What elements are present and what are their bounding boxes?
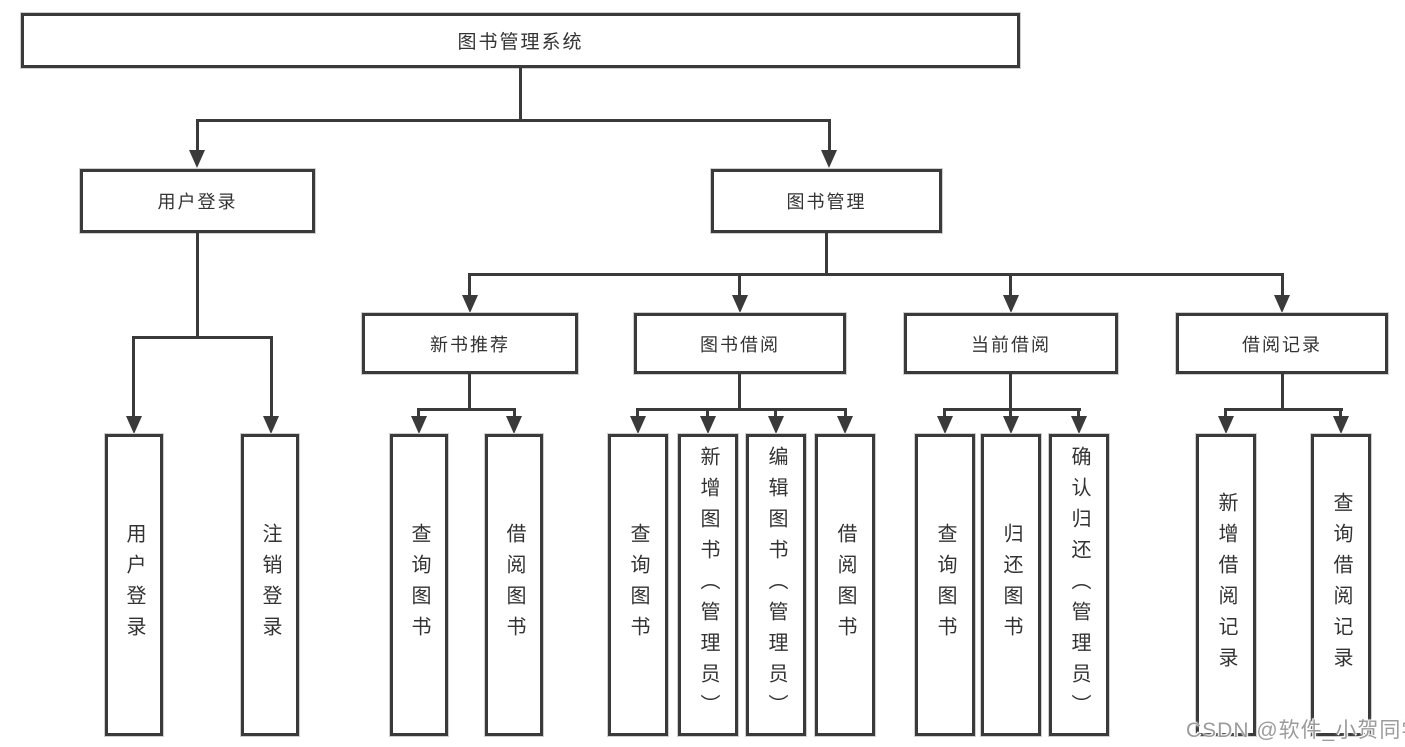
node-leaf-bb-query: 查询图书 bbox=[608, 434, 668, 736]
node-leaf-rec-query-label: 查询图书 bbox=[408, 523, 430, 647]
node-book-mgmt-label: 图书管理 bbox=[786, 192, 867, 212]
node-leaf-rec-query: 查询图书 bbox=[390, 434, 448, 736]
arrowhead-br-query bbox=[1333, 416, 1349, 434]
arrowhead-rec-query bbox=[411, 416, 427, 434]
node-root-label: 图书管理系统 bbox=[457, 32, 584, 53]
connector-drop-rec-borrow bbox=[513, 408, 516, 420]
connector-drop-new-book-rec bbox=[468, 273, 471, 298]
arrowhead-borrow-record bbox=[1274, 295, 1290, 313]
arrowhead-bb-query bbox=[630, 416, 646, 434]
connector-drop-cb-confirm bbox=[1077, 408, 1080, 420]
node-user-login: 用户登录 bbox=[80, 169, 315, 233]
node-leaf-user-login-label: 用户登录 bbox=[123, 523, 145, 647]
node-leaf-logout: 注销登录 bbox=[241, 434, 299, 736]
node-leaf-bb-edit-label: 编辑图书（管理员） bbox=[765, 445, 787, 725]
node-leaf-user-login: 用户登录 bbox=[105, 434, 163, 736]
arrowhead-new-book-rec bbox=[462, 295, 478, 313]
connector-drop-book-mgmt bbox=[828, 119, 831, 152]
arrowhead-cb-confirm bbox=[1071, 416, 1087, 434]
node-book-borrow: 图书借阅 bbox=[634, 313, 846, 374]
connector-drop-bb-edit bbox=[774, 408, 777, 420]
connector-drop-user-login bbox=[196, 119, 199, 152]
connector-drop-cb-return bbox=[1009, 408, 1012, 420]
node-borrow-record-label: 借阅记录 bbox=[1242, 334, 1322, 355]
node-leaf-rec-borrow-label: 借阅图书 bbox=[503, 523, 525, 647]
node-current-borrow-label: 当前借阅 bbox=[971, 334, 1051, 355]
connector-drop-borrow-record bbox=[1281, 273, 1284, 298]
connector-user-login-rail bbox=[132, 336, 273, 339]
connector-book-borrow-stem bbox=[738, 374, 741, 411]
node-leaf-cb-return-label: 归还图书 bbox=[1000, 523, 1022, 647]
node-leaf-bb-edit: 编辑图书（管理员） bbox=[746, 434, 806, 736]
node-new-book-rec-label: 新书推荐 bbox=[430, 334, 510, 355]
connector-drop-leaf-user-login bbox=[132, 336, 135, 418]
node-leaf-logout-label: 注销登录 bbox=[259, 523, 281, 647]
connector-drop-leaf-logout bbox=[270, 336, 273, 418]
connector-current-borrow-stem bbox=[1009, 374, 1012, 411]
node-leaf-cb-query-label: 查询图书 bbox=[934, 523, 956, 647]
connector-borrow-record-rail bbox=[1224, 408, 1343, 411]
node-book-borrow-label: 图书借阅 bbox=[700, 334, 780, 355]
connector-drop-bb-add bbox=[706, 408, 709, 420]
node-leaf-bb-borrow-label: 借阅图书 bbox=[834, 523, 856, 647]
node-leaf-cb-confirm: 确认归还（管理员） bbox=[1049, 434, 1109, 736]
csdn-watermark: CSDN @软件_小贺同学 bbox=[1186, 719, 1405, 742]
connector-root-stem bbox=[519, 68, 522, 122]
node-current-borrow: 当前借阅 bbox=[904, 313, 1118, 374]
node-leaf-bb-add: 新增图书（管理员） bbox=[678, 434, 738, 736]
node-leaf-bb-borrow: 借阅图书 bbox=[815, 434, 875, 736]
arrowhead-bb-edit bbox=[768, 416, 784, 434]
node-leaf-br-add-label: 新增借阅记录 bbox=[1215, 492, 1237, 678]
connector-drop-br-add bbox=[1224, 408, 1227, 420]
connector-level3-rail bbox=[468, 273, 1284, 276]
node-borrow-record: 借阅记录 bbox=[1176, 313, 1388, 374]
arrowhead-book-mgmt bbox=[821, 150, 837, 168]
node-new-book-rec: 新书推荐 bbox=[362, 313, 578, 374]
arrowhead-rec-borrow bbox=[506, 416, 522, 434]
connector-drop-cb-query bbox=[943, 408, 946, 420]
connector-drop-br-query bbox=[1339, 408, 1342, 420]
connector-drop-bb-borrow bbox=[844, 408, 847, 420]
arrowhead-current-borrow bbox=[1003, 295, 1019, 313]
connector-new-book-rec-rail bbox=[417, 408, 516, 411]
node-leaf-br-query-label: 查询借阅记录 bbox=[1330, 492, 1352, 678]
connector-drop-bb-query bbox=[636, 408, 639, 420]
node-leaf-bb-add-label: 新增图书（管理员） bbox=[697, 445, 719, 725]
connector-current-borrow-rail bbox=[943, 408, 1081, 411]
connector-level2-rail bbox=[196, 119, 831, 122]
node-user-login-label: 用户登录 bbox=[157, 192, 238, 212]
arrowhead-cb-return bbox=[1003, 416, 1019, 434]
arrowhead-cb-query bbox=[937, 416, 953, 434]
connector-user-login-stem bbox=[196, 233, 199, 339]
arrowhead-bb-add bbox=[700, 416, 716, 434]
connector-book-borrow-rail bbox=[636, 408, 847, 411]
node-root: 图书管理系统 bbox=[21, 13, 1020, 68]
node-book-mgmt: 图书管理 bbox=[711, 169, 942, 233]
node-leaf-bb-query-label: 查询图书 bbox=[627, 523, 649, 647]
node-leaf-cb-return: 归还图书 bbox=[981, 434, 1041, 736]
node-leaf-cb-confirm-label: 确认归还（管理员） bbox=[1068, 445, 1090, 725]
arrowhead-leaf-logout bbox=[263, 416, 279, 434]
connector-drop-book-borrow bbox=[738, 273, 741, 298]
node-leaf-br-query: 查询借阅记录 bbox=[1311, 434, 1371, 736]
arrowhead-br-add bbox=[1218, 416, 1234, 434]
node-leaf-rec-borrow: 借阅图书 bbox=[485, 434, 543, 736]
node-leaf-br-add: 新增借阅记录 bbox=[1196, 434, 1256, 736]
connector-drop-rec-query bbox=[417, 408, 420, 420]
connector-borrow-record-stem bbox=[1281, 374, 1284, 411]
arrowhead-bb-borrow bbox=[837, 416, 853, 434]
node-leaf-cb-query: 查询图书 bbox=[915, 434, 975, 736]
connector-new-book-rec-stem bbox=[468, 374, 471, 411]
arrowhead-book-borrow bbox=[732, 295, 748, 313]
connector-book-mgmt-stem bbox=[825, 233, 828, 276]
arrowhead-leaf-user-login bbox=[126, 416, 142, 434]
connector-drop-current-borrow bbox=[1009, 273, 1012, 298]
arrowhead-user-login bbox=[189, 150, 205, 168]
